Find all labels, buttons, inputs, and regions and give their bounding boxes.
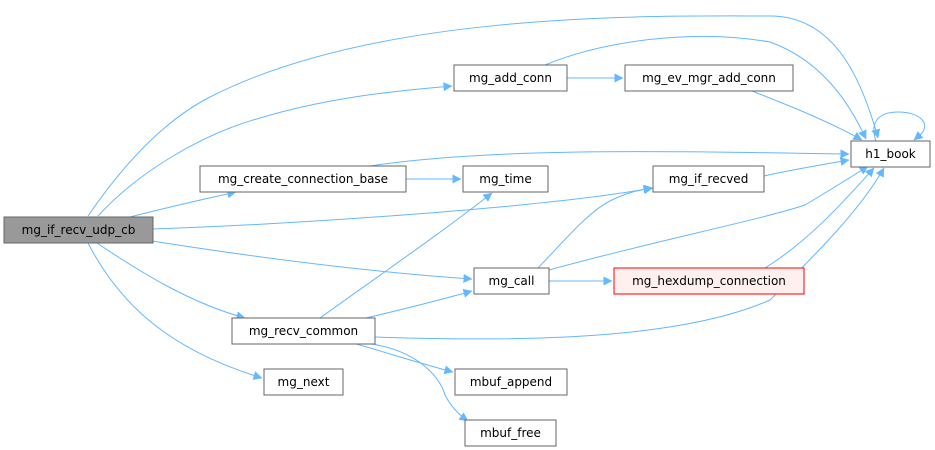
nodes: mg_if_recv_udp_cb mg_add_conn mg_ev_mgr_ad… (3, 64, 931, 447)
node-mg-add-conn[interactable]: mg_add_conn (453, 64, 568, 92)
node-mg-if-recv-udp-cb[interactable]: mg_if_recv_udp_cb (3, 216, 154, 244)
node-box[interactable] (231, 317, 376, 345)
node-box[interactable] (263, 368, 344, 396)
edge-mg-if-recv-udp-cb-to-mg-create-connection-base (129, 189, 237, 218)
edge-mg-recv-common-to-mbuf-free (371, 343, 469, 422)
edge-mg-if-recv-udp-cb-to-mg-add-conn (97, 82, 453, 217)
node-label: mg_create_connection_base (218, 172, 388, 186)
node-label: mg_if_recv_udp_cb (22, 223, 136, 237)
node-label: mg_ev_mgr_add_conn (642, 71, 776, 85)
edge-mg-if-recv-udp-cb-to-mg-if-recved (152, 185, 653, 230)
node-mg-if-recved[interactable]: mg_if_recved (652, 165, 765, 193)
node-mg-hexdump-connection[interactable]: mg_hexdump_connection (613, 267, 805, 295)
node-box[interactable] (624, 64, 794, 92)
node-mbuf-free[interactable]: mbuf_free (464, 419, 557, 447)
node-label: mg_next (278, 375, 330, 389)
node-label: mg_time (479, 172, 531, 186)
edge-mg-recv-common-to-mg-call (365, 288, 473, 319)
edge-mg-if-recv-udp-cb-to-mg-call (151, 240, 473, 283)
edge-mg-recv-common-to-mg-time (319, 192, 493, 319)
node-box[interactable] (3, 216, 154, 244)
node-label: h1_book (865, 147, 916, 161)
edge-mg-if-recv-udp-cb-to-mg-next (87, 242, 263, 380)
node-box[interactable] (473, 267, 550, 295)
edge-mg-recv-common-to-mbuf-append (355, 343, 454, 375)
edge-mg-call-to-h1-book (548, 165, 869, 271)
node-mg-create-connection-base[interactable]: mg_create_connection_base (199, 165, 407, 193)
edge-mg-if-recv-udp-cb-to-h1-book (87, 15, 881, 217)
node-mg-time[interactable]: mg_time (462, 165, 549, 193)
node-box[interactable] (462, 165, 549, 193)
node-box[interactable] (850, 140, 931, 168)
edge-mg-hexdump-connection-to-h1-book (764, 167, 875, 269)
edge-mg-if-recved-to-h1-book (763, 157, 850, 177)
node-box[interactable] (454, 368, 568, 396)
node-mg-next[interactable]: mg_next (263, 368, 344, 396)
node-label: mg_if_recved (669, 172, 749, 186)
node-mg-call[interactable]: mg_call (473, 267, 550, 295)
edge-mg-call-to-mg-if-recved (537, 184, 654, 269)
node-label: mg_recv_common (249, 324, 358, 338)
edge-mg-add-conn-to-h1-book (544, 35, 867, 140)
node-box[interactable] (199, 165, 407, 193)
node-label: mg_hexdump_connection (632, 274, 786, 288)
edge-mg-recv-common-to-h1-book (374, 167, 885, 340)
node-mg-ev-mgr-add-conn[interactable]: mg_ev_mgr_add_conn (624, 64, 794, 92)
edge-h1-book-to-h1-book (873, 111, 926, 142)
edge-mg-create-connection-base-to-h1-book (369, 149, 850, 167)
edges (87, 15, 926, 422)
edge-mg-ev-mgr-add-conn-to-h1-book (751, 90, 863, 141)
node-label: mg_add_conn (469, 71, 552, 85)
node-h1-book[interactable]: h1_book (850, 140, 931, 168)
node-mg-recv-common[interactable]: mg_recv_common (231, 317, 376, 345)
node-label: mg_call (489, 274, 535, 288)
node-box[interactable] (464, 419, 557, 447)
node-box[interactable] (453, 64, 568, 92)
node-mbuf-append[interactable]: mbuf_append (454, 368, 568, 396)
node-box[interactable] (652, 165, 765, 193)
node-label: mbuf_free (480, 426, 541, 440)
edge-mg-if-recv-udp-cb-to-mg-recv-common (96, 242, 246, 321)
node-label: mbuf_append (470, 375, 552, 389)
node-box[interactable] (613, 267, 805, 295)
